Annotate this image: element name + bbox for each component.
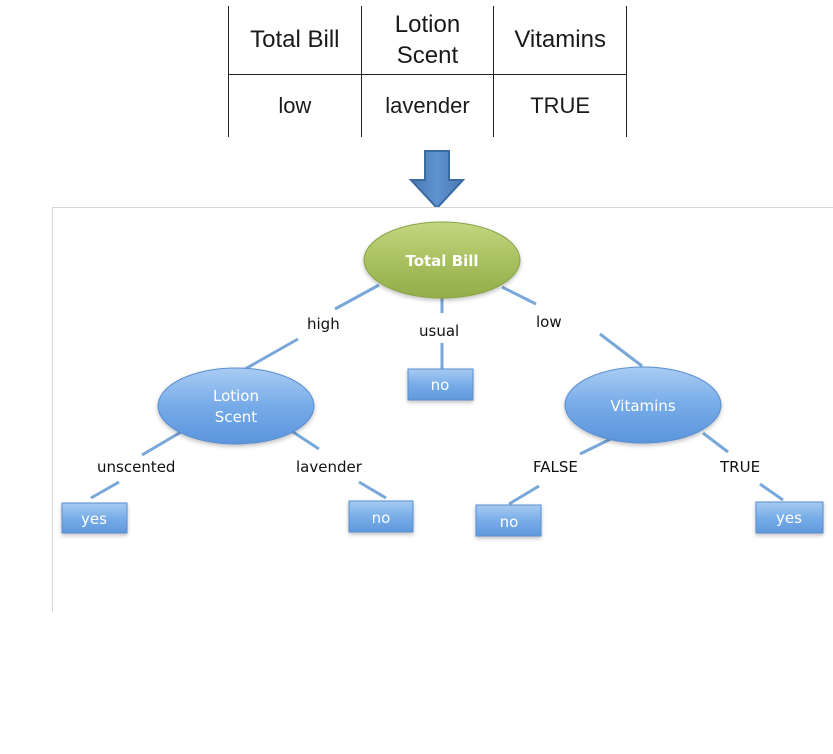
edge-true: TRUE: [702, 431, 784, 502]
header-total-bill: Total Bill: [228, 6, 362, 75]
node-lotion-scent: Lotion Scent: [157, 367, 315, 445]
down-arrow-icon: [409, 150, 465, 210]
cell-vitamins: TRUE: [493, 74, 627, 137]
header-lotion-scent: Lotion Scent: [360, 6, 495, 75]
edge-label-high: high: [307, 315, 340, 333]
edge-unscented: unscented: [90, 430, 182, 500]
leaf-lavender-no: no: [348, 500, 414, 533]
leaf-unscented-yes: yes: [61, 502, 128, 534]
table-row: low lavender TRUE: [228, 74, 627, 137]
node-label-vitamins: Vitamins: [610, 397, 675, 415]
edge-label-low: low: [536, 313, 562, 331]
cell-total-bill: low: [228, 74, 362, 137]
edge-label-lavender: lavender: [296, 458, 363, 476]
edge-label-usual: usual: [419, 322, 459, 340]
node-label-scent: Scent: [215, 408, 258, 426]
node-vitamins: Vitamins: [564, 366, 722, 444]
edge-label-true: TRUE: [719, 458, 760, 476]
node-label-total-bill: Total Bill: [405, 252, 478, 270]
leaf-label-lavender: no: [372, 509, 391, 527]
edge-label-unscented: unscented: [97, 458, 175, 476]
leaf-label-usual: no: [431, 376, 450, 394]
leaf-label-true: yes: [776, 509, 802, 527]
leaf-usual-no: no: [407, 368, 474, 401]
edge-lavender: lavender: [292, 430, 387, 500]
edge-low: low: [501, 285, 643, 368]
edge-high: high: [237, 283, 380, 375]
edge-label-false: FALSE: [533, 458, 578, 476]
edge-false: FALSE: [508, 430, 626, 506]
decision-tree: high usual low unscented lavender FALS: [61, 221, 824, 537]
node-total-bill: Total Bill: [363, 221, 521, 299]
leaf-true-yes: yes: [755, 501, 824, 534]
leaf-label-unscented: yes: [81, 510, 107, 528]
leaf-label-false: no: [500, 513, 519, 531]
node-label-lotion: Lotion: [213, 387, 259, 405]
decision-tree-panel: high usual low unscented lavender FALS: [52, 207, 833, 612]
attribute-table: Total Bill Lotion Scent Vitamins low lav…: [228, 6, 627, 137]
table-header-row: Total Bill Lotion Scent Vitamins: [228, 6, 627, 75]
leaf-false-no: no: [475, 504, 542, 537]
edge-usual: usual: [419, 294, 459, 370]
header-vitamins: Vitamins: [493, 6, 627, 75]
cell-lotion-scent: lavender: [360, 74, 495, 137]
